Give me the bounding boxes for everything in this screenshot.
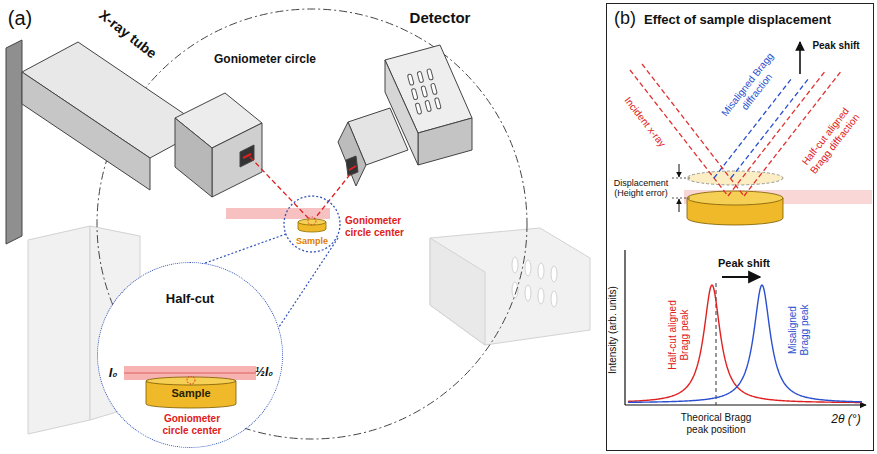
part-label: Sample bbox=[296, 236, 328, 246]
ghost-positions bbox=[28, 226, 90, 434]
displacement-sketch bbox=[630, 70, 728, 196]
detector bbox=[431, 83, 438, 95]
x-ray-tube bbox=[212, 123, 262, 197]
ghost-positions bbox=[525, 285, 531, 301]
part-label: X-ray tube bbox=[96, 7, 160, 62]
zoom-circle bbox=[284, 196, 340, 252]
x-ray-tube bbox=[6, 40, 22, 244]
ghost-positions bbox=[538, 288, 544, 304]
peak-label: Misaligned Bragg peak bbox=[787, 295, 810, 365]
callout-label: Goniometer circle center bbox=[345, 215, 417, 238]
detector bbox=[407, 69, 441, 115]
detector bbox=[415, 103, 422, 115]
x-ray-beam bbox=[226, 208, 330, 219]
displacement-sketch bbox=[630, 64, 842, 196]
detector bbox=[418, 118, 472, 165]
inset-title: Half-cut bbox=[98, 291, 282, 306]
ghost-positions bbox=[551, 266, 557, 282]
position-label: Theorical Bragg peak position bbox=[669, 412, 763, 435]
x-ray-beam bbox=[226, 157, 352, 222]
detector bbox=[338, 122, 366, 186]
displacement-sketch bbox=[687, 171, 783, 185]
ghost-positions bbox=[525, 260, 531, 276]
ghost-positions bbox=[430, 238, 485, 345]
panel-letter: (a) bbox=[8, 7, 32, 30]
detector bbox=[417, 71, 424, 83]
intensity-symbol: ½I₀ bbox=[255, 366, 273, 380]
intensity-chart bbox=[624, 250, 625, 405]
detector bbox=[338, 45, 472, 186]
intensity-chart bbox=[625, 250, 866, 405]
detector bbox=[407, 74, 414, 86]
displacement-sketch bbox=[799, 42, 801, 74]
sample-text: Sample bbox=[145, 387, 237, 399]
panel-heading: (b) Effect of sample displacement bbox=[614, 8, 831, 29]
detector bbox=[434, 98, 441, 110]
shift-label: Peak shift bbox=[812, 40, 859, 52]
callout-label: Goniometer circle center bbox=[156, 413, 228, 436]
goniometer-circle bbox=[97, 9, 527, 439]
panel-letter: (b) bbox=[614, 8, 636, 28]
sample-small bbox=[298, 217, 326, 232]
displacement-sketch bbox=[679, 164, 680, 177]
detector bbox=[349, 166, 356, 170]
detector bbox=[346, 156, 358, 176]
half-cut-beam bbox=[124, 373, 256, 374]
panel-title: Effect of sample displacement bbox=[644, 12, 831, 27]
sample-small bbox=[298, 219, 326, 225]
panel-b: (b) Effect of sample displacement bbox=[606, 3, 874, 451]
x-ray-tube bbox=[6, 40, 262, 244]
goniometer-center-mark bbox=[187, 376, 195, 384]
axis-title: 2θ (°) bbox=[831, 413, 860, 427]
intensity-symbol: I₀ bbox=[109, 366, 118, 381]
displacement-sketch bbox=[679, 199, 680, 212]
detector bbox=[411, 88, 418, 100]
peak-label: Half-cut aligned Bragg peak bbox=[667, 290, 690, 380]
detector bbox=[425, 100, 432, 112]
x-ray-tube bbox=[240, 145, 254, 167]
zoom-leader bbox=[277, 238, 338, 330]
intensity-chart bbox=[628, 285, 862, 402]
sample-small bbox=[308, 217, 316, 225]
ghost-positions bbox=[512, 257, 518, 273]
inset-ground bbox=[98, 263, 282, 447]
displacement-sketch bbox=[672, 198, 690, 199]
detector bbox=[427, 69, 434, 81]
x-ray-tube bbox=[175, 118, 212, 197]
sample-top bbox=[146, 377, 236, 385]
beam-label: Half-cut aligned Bragg diffraction bbox=[793, 97, 867, 182]
ghost-positions bbox=[430, 228, 590, 345]
part-label: Goniometer circle bbox=[214, 53, 316, 67]
displacement-sketch bbox=[672, 178, 690, 179]
beam-label: Incident x-ray bbox=[622, 95, 668, 149]
detector bbox=[421, 86, 428, 98]
ghost-positions bbox=[551, 291, 557, 307]
dimension-label: Displacement (Height error) bbox=[609, 178, 673, 199]
intensity-chart bbox=[625, 404, 866, 405]
axis-title: Intensity (arb. units) bbox=[607, 286, 619, 374]
x-ray-beam bbox=[250, 157, 312, 222]
ghost-positions bbox=[538, 263, 544, 279]
beam-label: Misaligned Bragg diffraction bbox=[715, 45, 789, 130]
intensity-chart bbox=[628, 285, 862, 402]
x-ray-tube bbox=[22, 72, 150, 190]
intensity-chart bbox=[722, 276, 760, 278]
shift-label: Peak shift bbox=[718, 257, 770, 270]
displacement-sketch bbox=[687, 191, 783, 205]
sample-cylinder: Sample bbox=[145, 376, 237, 410]
part-label: Detector bbox=[410, 9, 471, 26]
